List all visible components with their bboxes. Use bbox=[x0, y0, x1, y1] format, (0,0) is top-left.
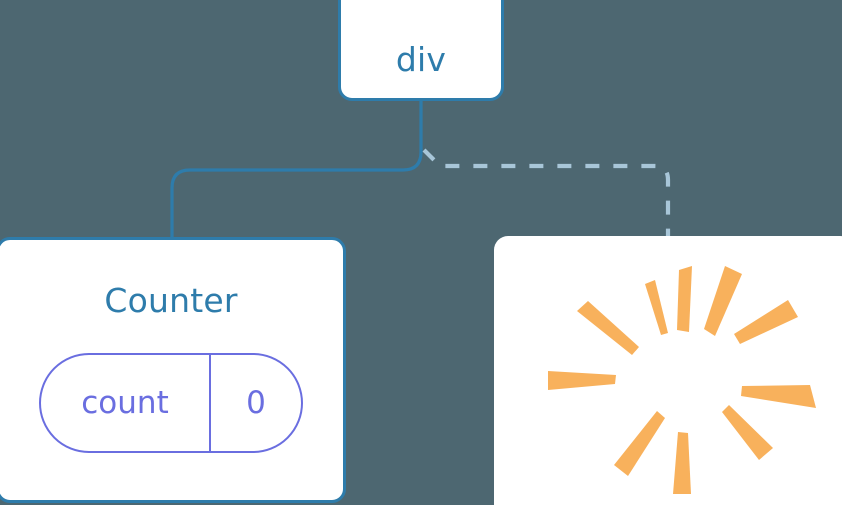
ray-nnw bbox=[645, 280, 668, 335]
ray-s bbox=[673, 432, 691, 494]
ray-w bbox=[548, 371, 616, 390]
ray-nne bbox=[704, 266, 742, 336]
connector-div-to-render bbox=[422, 148, 671, 238]
node-counter[interactable]: Counter count 0 bbox=[0, 237, 346, 503]
state-value-label: 0 bbox=[209, 355, 301, 451]
state-key-label: count bbox=[81, 384, 169, 421]
sparkle-burst-icon bbox=[548, 266, 816, 494]
node-render-output[interactable] bbox=[494, 236, 842, 505]
ray-ssw bbox=[614, 411, 665, 476]
ray-wnw bbox=[577, 301, 639, 355]
state-pill[interactable]: count 0 bbox=[39, 353, 303, 453]
node-div-label: div bbox=[395, 40, 447, 79]
ray-n bbox=[677, 266, 692, 332]
ray-ese bbox=[722, 405, 773, 460]
node-div[interactable]: div bbox=[338, 0, 504, 101]
ray-e bbox=[741, 385, 816, 408]
connector-div-to-counter bbox=[170, 98, 423, 240]
ray-ene bbox=[734, 300, 798, 344]
node-counter-label: Counter bbox=[104, 281, 238, 320]
